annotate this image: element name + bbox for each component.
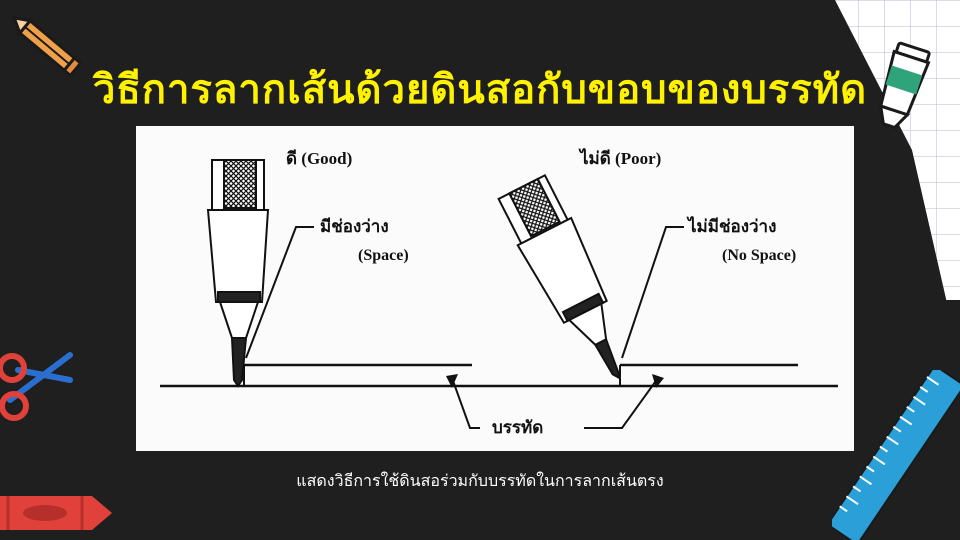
pencil-icon: [11, 15, 83, 78]
slide-caption: แสดงวิธีการใช้ดินสอร่วมกับบรรทัดในการลาก…: [296, 471, 664, 490]
space-label-en: (Space): [358, 247, 409, 264]
figure-drawing: ดี (Good) ไม่ดี (Poor) มีช่องว่าง (Space…: [160, 148, 838, 437]
glue-tube-icon: [878, 41, 931, 130]
no-space-label-en: (No Space): [722, 247, 796, 264]
poor-label: ไม่ดี (Poor): [578, 148, 661, 168]
ruler-label: บรรทัด: [492, 418, 543, 437]
good-pencil: [206, 159, 270, 388]
scissors-icon: [0, 352, 73, 421]
space-label-th: มีช่องว่าง: [320, 216, 389, 236]
slide-title: วิธีการลากเส้นด้วยดินสอกับขอบของบรรทัด: [92, 67, 868, 113]
ruler-icon: [832, 370, 960, 540]
pencil-ruler-figure: ดี (Good) ไม่ดี (Poor) มีช่องว่าง (Space…: [136, 126, 854, 451]
crayon-icon: [0, 496, 112, 530]
no-space-label-th: ไม่มีช่องว่าง: [686, 216, 776, 236]
good-label: ดี (Good): [286, 148, 352, 168]
ruler-edge-left: [243, 363, 472, 386]
poor-pencil: [497, 173, 621, 380]
ruler-edge-right: [619, 363, 798, 386]
